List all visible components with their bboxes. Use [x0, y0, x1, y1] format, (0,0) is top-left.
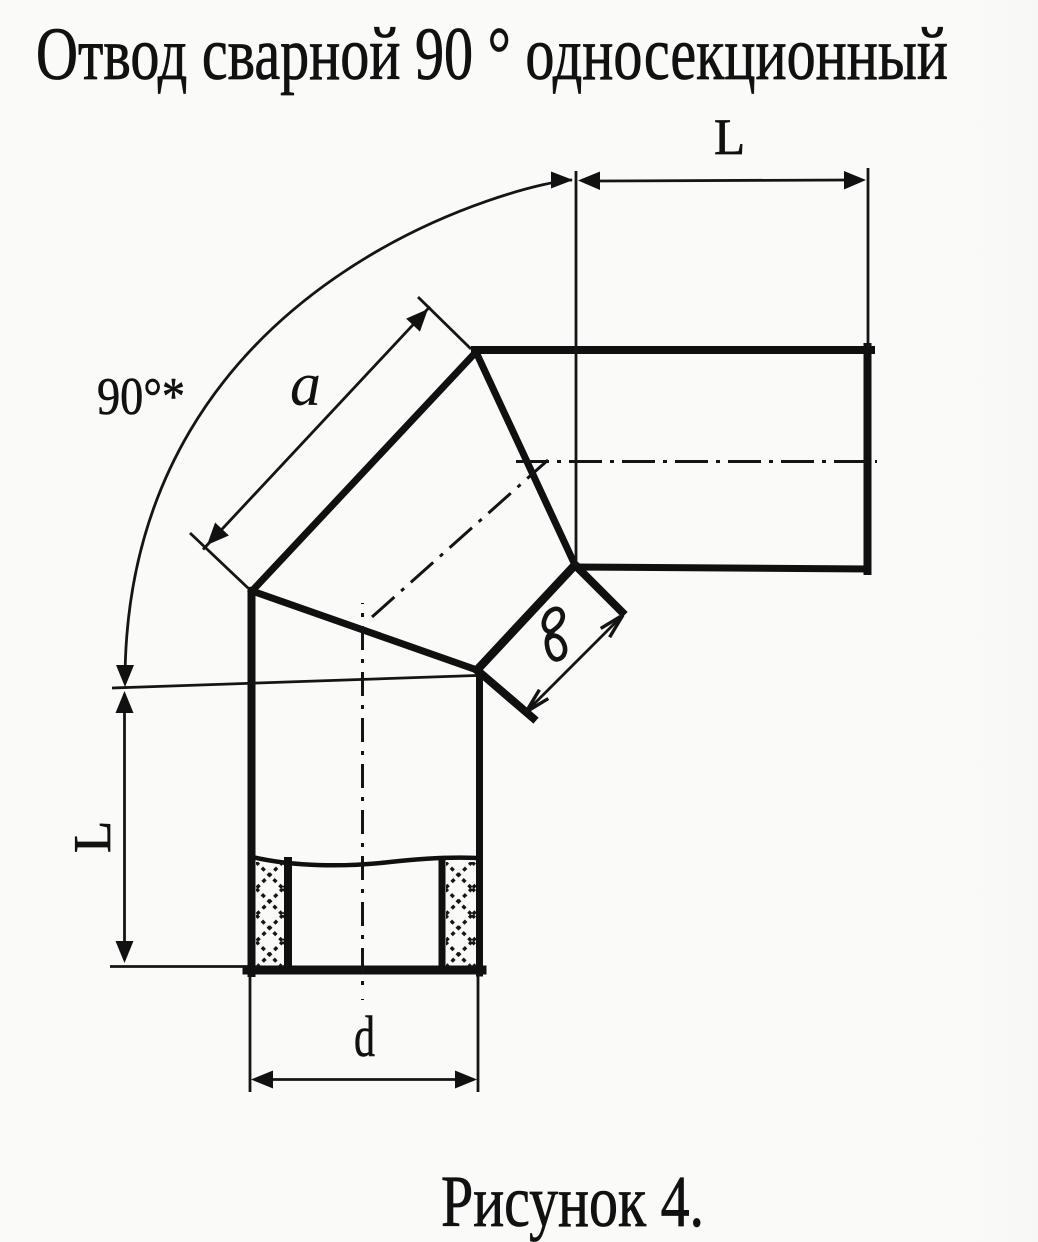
svg-text:L: L	[714, 110, 745, 166]
svg-text:d: d	[354, 1004, 375, 1069]
svg-text:L: L	[64, 821, 122, 853]
svg-text:Отвод сварной 90 ° односекцион: Отвод сварной 90 ° односекционный	[36, 13, 948, 96]
svg-text:90°*: 90°*	[97, 368, 185, 426]
svg-text:Рисунок 4.: Рисунок 4.	[441, 1161, 704, 1242]
svg-text:a: a	[290, 351, 321, 419]
